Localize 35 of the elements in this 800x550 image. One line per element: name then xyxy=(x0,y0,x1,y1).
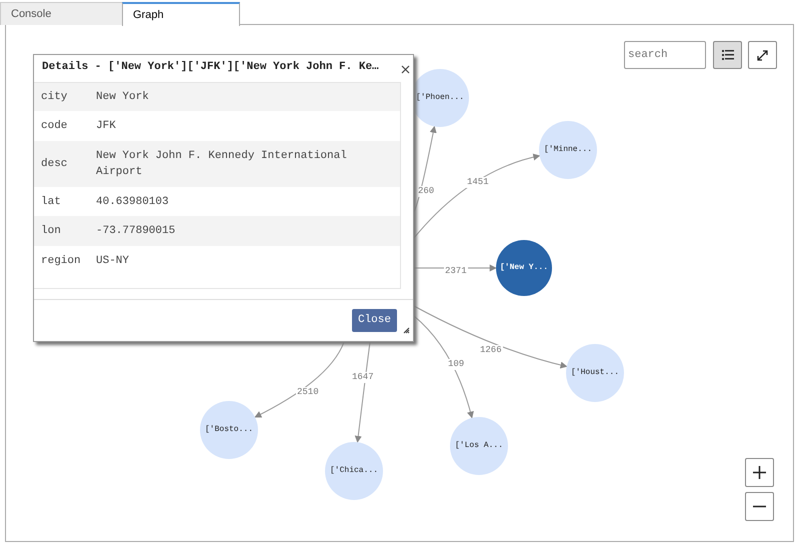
edge-label: 1451 xyxy=(466,177,490,188)
graph-node: ['New Y... xyxy=(496,240,552,296)
arrow xyxy=(354,342,370,443)
arrow xyxy=(414,154,540,238)
arrow xyxy=(414,306,568,368)
table-cell-text: JFK xyxy=(96,119,117,134)
dialog-title: Details - ['New York']['JFK']['New York John F. Ke… xyxy=(42,61,380,73)
table-cell-text: lon xyxy=(41,224,61,239)
table-cell-text: -73.77890015 xyxy=(96,224,176,239)
edge-label: 1647 xyxy=(351,372,375,383)
arrow xyxy=(414,126,437,212)
graph-node: ['Minne... xyxy=(539,121,597,179)
table-cell-text: US-NY xyxy=(96,254,130,269)
graph-node: ['Chica... xyxy=(325,442,383,500)
edge-label: 109 xyxy=(447,359,466,370)
edge-label: 260 xyxy=(417,186,436,197)
arrow xyxy=(414,316,474,419)
tab: Graph xyxy=(122,2,240,26)
graph-node: ['Los A... xyxy=(450,417,508,475)
table-cell-text: New York John F. Kennedy International Airport xyxy=(96,149,348,180)
table-cell-text: city xyxy=(41,90,68,105)
table-cell-text: code xyxy=(41,119,68,134)
table-cell-text: New York xyxy=(96,90,150,105)
arrow xyxy=(254,342,344,418)
graph-node: ['Houst... xyxy=(566,344,624,402)
details-dialog xyxy=(33,54,414,342)
close-button: Close xyxy=(352,309,397,332)
search-field: search xyxy=(624,41,706,69)
table-cell-text: lat xyxy=(41,194,61,210)
graph-node: ['Phoen... xyxy=(411,69,469,127)
table-cell-text: region xyxy=(41,254,81,269)
tab: Console xyxy=(0,2,123,25)
graph-node: ['Bosto... xyxy=(200,401,258,459)
table-cell-text: desc xyxy=(41,157,68,172)
table-cell-text: 40.63980103 xyxy=(96,194,170,210)
